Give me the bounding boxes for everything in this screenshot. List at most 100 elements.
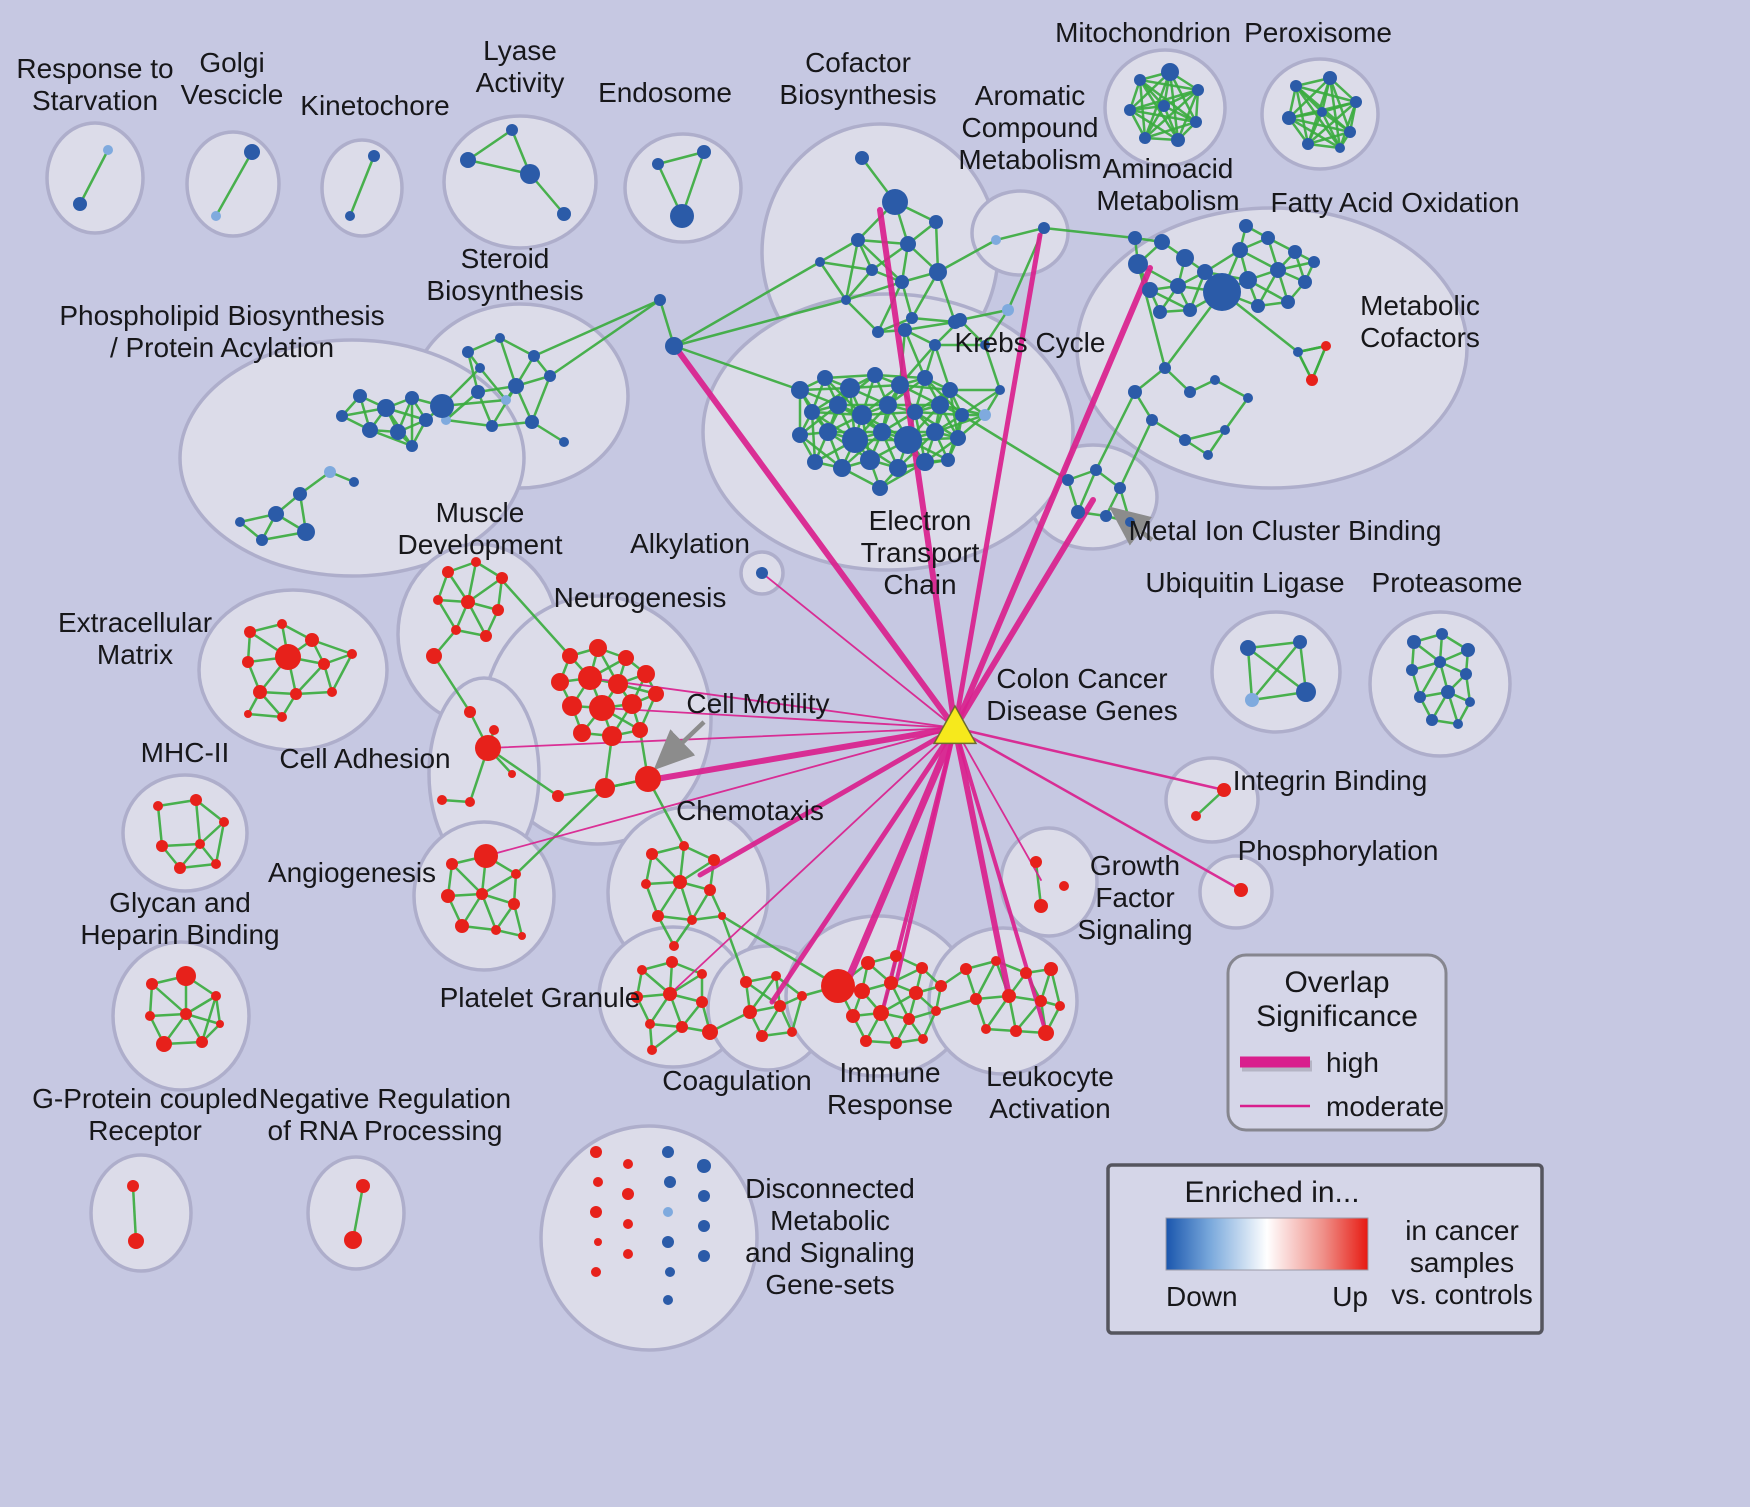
- gene-set-node-metabolic-region[interactable]: [1293, 347, 1303, 357]
- gene-set-node-neurogenesis[interactable]: [589, 695, 615, 721]
- gene-set-node-cell-adhesion[interactable]: [437, 795, 447, 805]
- gene-set-node-golgi-vescicle[interactable]: [244, 144, 260, 160]
- gene-set-node-mhc-ii[interactable]: [195, 839, 205, 849]
- gene-set-node-extracellular-matrix[interactable]: [327, 687, 337, 697]
- gene-set-node-cofactor-biosynthesis[interactable]: [866, 264, 878, 276]
- gene-set-node-cell-adhesion[interactable]: [475, 735, 501, 761]
- gene-set-node-electron-transport-chain[interactable]: [1002, 304, 1014, 316]
- gene-set-node-platelet-granule[interactable]: [702, 1024, 718, 1040]
- gene-set-node-response-to-starvation[interactable]: [73, 197, 87, 211]
- gene-set-node-peroxisome[interactable]: [1290, 80, 1302, 92]
- gene-set-node-angiogenesis[interactable]: [476, 888, 488, 900]
- gene-set-node-golgi-vescicle[interactable]: [211, 211, 221, 221]
- gene-set-node-metabolic-region[interactable]: [1251, 299, 1265, 313]
- gene-set-node-cofactor-biosynthesis[interactable]: [815, 257, 825, 267]
- gene-set-node-disconnected-gene-sets[interactable]: [664, 1176, 676, 1188]
- gene-set-node-phospholipid-protein-acylation[interactable]: [501, 395, 511, 405]
- gene-set-node-mhc-ii[interactable]: [153, 801, 163, 811]
- gene-set-node-ubiquitin-ligase[interactable]: [1296, 682, 1316, 702]
- gene-set-node-mitochondrion[interactable]: [1192, 84, 1204, 96]
- gene-set-node-electron-transport-chain[interactable]: [791, 381, 809, 399]
- gene-set-node-electron-transport-chain[interactable]: [807, 454, 823, 470]
- gene-set-node-chemotaxis[interactable]: [673, 875, 687, 889]
- gene-set-node-phospholipid-protein-acylation[interactable]: [336, 410, 348, 422]
- gene-set-node-cofactor-biosynthesis[interactable]: [872, 326, 884, 338]
- gene-set-node-glycan-heparin-binding[interactable]: [211, 991, 221, 1001]
- gene-set-node-phospholipid-protein-acylation[interactable]: [297, 523, 315, 541]
- gene-set-node-immune-response[interactable]: [916, 962, 928, 974]
- gene-set-node-g-protein-coupled-receptor[interactable]: [127, 1180, 139, 1192]
- gene-set-node-steroid-biosynthesis[interactable]: [544, 370, 556, 382]
- gene-set-node-growth-factor-signaling[interactable]: [1030, 856, 1042, 868]
- gene-set-node-phospholipid-protein-acylation[interactable]: [390, 424, 406, 440]
- gene-set-node-immune-response[interactable]: [860, 1035, 872, 1047]
- gene-set-node-peroxisome[interactable]: [1302, 138, 1314, 150]
- gene-set-node-proteasome[interactable]: [1406, 664, 1418, 676]
- gene-set-node-ubiquitin-ligase[interactable]: [1293, 635, 1307, 649]
- gene-set-node-immune-response[interactable]: [821, 969, 855, 1003]
- gene-set-node-disconnected-gene-sets[interactable]: [698, 1250, 710, 1262]
- gene-set-node-phospholipid-protein-acylation[interactable]: [475, 363, 485, 373]
- gene-set-node-cofactor-biosynthesis[interactable]: [929, 215, 943, 229]
- gene-set-node-muscle-development[interactable]: [471, 557, 481, 567]
- gene-set-node-electron-transport-chain[interactable]: [833, 459, 851, 477]
- gene-set-node-metabolic-region[interactable]: [1298, 275, 1312, 289]
- gene-set-node-disconnected-gene-sets[interactable]: [665, 1267, 675, 1277]
- gene-set-node-muscle-development[interactable]: [426, 648, 442, 664]
- gene-set-node-integrin-binding[interactable]: [1217, 783, 1231, 797]
- gene-set-node-angiogenesis[interactable]: [474, 844, 498, 868]
- gene-set-node-peroxisome[interactable]: [1350, 96, 1362, 108]
- gene-set-node-extracellular-matrix[interactable]: [347, 649, 357, 659]
- gene-set-node-leukocyte-activation[interactable]: [960, 963, 972, 975]
- gene-set-node-metabolic-region[interactable]: [1288, 245, 1302, 259]
- gene-set-node-steroid-biosynthesis[interactable]: [495, 333, 505, 343]
- gene-set-node-leukocyte-activation[interactable]: [1038, 1025, 1054, 1041]
- gene-set-node-cofactor-biosynthesis[interactable]: [841, 295, 851, 305]
- gene-set-node-immune-response[interactable]: [918, 1034, 928, 1044]
- gene-set-node-disconnected-gene-sets[interactable]: [623, 1249, 633, 1259]
- gene-set-node-chemotaxis[interactable]: [704, 884, 716, 896]
- gene-set-node-extracellular-matrix[interactable]: [277, 712, 287, 722]
- gene-set-node-immune-response[interactable]: [890, 1037, 902, 1049]
- gene-set-node-phospholipid-protein-acylation[interactable]: [430, 394, 454, 418]
- gene-set-node-electron-transport-chain[interactable]: [817, 370, 833, 386]
- gene-set-node-negative-regulation-rna-processing[interactable]: [344, 1231, 362, 1249]
- gene-set-node-metabolic-region[interactable]: [1142, 282, 1158, 298]
- gene-set-node-junction[interactable]: [654, 294, 666, 306]
- gene-set-node-phospholipid-protein-acylation[interactable]: [268, 506, 284, 522]
- gene-set-node-negative-regulation-rna-processing[interactable]: [356, 1179, 370, 1193]
- gene-set-node-neurogenesis[interactable]: [635, 766, 661, 792]
- gene-set-node-disconnected-gene-sets[interactable]: [590, 1206, 602, 1218]
- gene-set-node-electron-transport-chain[interactable]: [852, 405, 872, 425]
- gene-set-node-phospholipid-protein-acylation[interactable]: [235, 517, 245, 527]
- gene-set-node-electron-transport-chain[interactable]: [840, 378, 860, 398]
- gene-set-node-electron-transport-chain[interactable]: [916, 453, 934, 471]
- gene-set-node-platelet-granule[interactable]: [676, 1021, 688, 1033]
- gene-set-node-phospholipid-protein-acylation[interactable]: [362, 422, 378, 438]
- gene-set-node-cofactor-biosynthesis[interactable]: [929, 263, 947, 281]
- gene-set-node-integrin-binding[interactable]: [1191, 811, 1201, 821]
- gene-set-node-electron-transport-chain[interactable]: [829, 396, 847, 414]
- gene-set-node-metabolic-region[interactable]: [1170, 278, 1186, 294]
- gene-set-node-proteasome[interactable]: [1434, 656, 1446, 668]
- gene-set-node-proteasome[interactable]: [1436, 628, 1448, 640]
- gene-set-node-junction[interactable]: [665, 337, 683, 355]
- gene-set-node-electron-transport-chain[interactable]: [894, 426, 922, 454]
- gene-set-node-metabolic-region[interactable]: [1210, 375, 1220, 385]
- gene-set-node-metabolic-region[interactable]: [1159, 362, 1171, 374]
- gene-set-node-leukocyte-activation[interactable]: [1044, 962, 1058, 976]
- gene-set-node-cofactor-biosynthesis[interactable]: [906, 312, 918, 324]
- gene-set-node-glycan-heparin-binding[interactable]: [216, 1020, 224, 1028]
- gene-set-node-cell-adhesion[interactable]: [465, 797, 475, 807]
- gene-set-node-electron-transport-chain[interactable]: [907, 404, 923, 420]
- gene-set-node-platelet-granule[interactable]: [696, 996, 708, 1008]
- gene-set-node-neurogenesis[interactable]: [562, 696, 582, 716]
- gene-set-node-muscle-development[interactable]: [492, 604, 504, 616]
- gene-set-node-neurogenesis[interactable]: [602, 726, 622, 746]
- gene-set-node-neurogenesis[interactable]: [608, 674, 628, 694]
- gene-set-node-mitochondrion[interactable]: [1171, 133, 1185, 147]
- gene-set-node-leukocyte-activation[interactable]: [1055, 1001, 1065, 1011]
- gene-set-node-metabolic-region[interactable]: [1261, 231, 1275, 245]
- gene-set-node-angiogenesis[interactable]: [491, 925, 501, 935]
- gene-set-node-immune-response[interactable]: [903, 1013, 915, 1025]
